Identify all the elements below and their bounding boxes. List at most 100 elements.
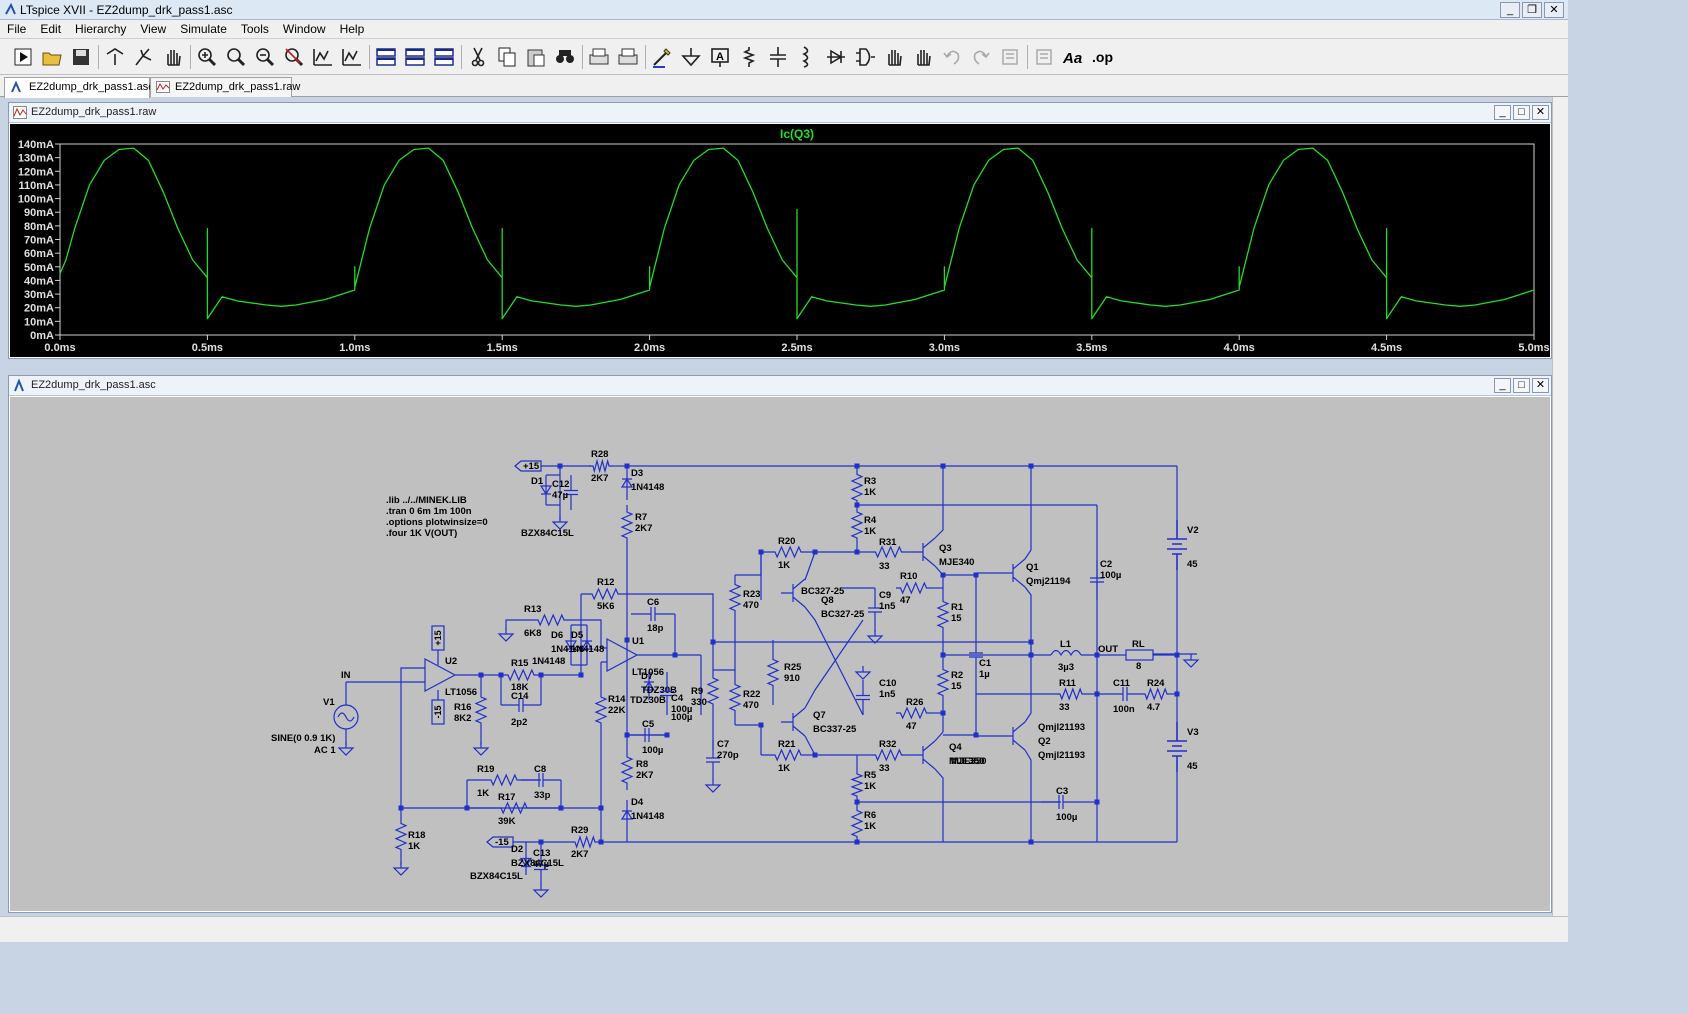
waveform-minimize-button[interactable]: _ bbox=[1494, 105, 1511, 120]
resistor-r26[interactable] bbox=[896, 706, 931, 720]
resistor-r7[interactable] bbox=[620, 505, 634, 545]
diode-d4[interactable] bbox=[620, 800, 634, 830]
diode-icon[interactable] bbox=[823, 44, 849, 70]
opamp-u1[interactable] bbox=[606, 638, 639, 672]
resistor-r4[interactable] bbox=[850, 505, 864, 545]
tab-waveform[interactable]: EZ2dump_drk_pass1.raw bbox=[150, 77, 300, 97]
run-icon[interactable] bbox=[10, 44, 36, 70]
transistor-q8[interactable] bbox=[781, 578, 806, 608]
diode-d1[interactable] bbox=[539, 475, 553, 505]
zoom-area-icon[interactable] bbox=[223, 44, 249, 70]
resistor-r22[interactable] bbox=[728, 670, 742, 725]
diode-d3[interactable] bbox=[620, 466, 634, 500]
print-icon[interactable] bbox=[586, 44, 612, 70]
resistor-r12[interactable] bbox=[581, 587, 629, 601]
rotate-icon[interactable] bbox=[997, 44, 1023, 70]
resistor-r17[interactable] bbox=[467, 801, 561, 815]
diode-d7[interactable] bbox=[642, 672, 656, 700]
transistor-q7[interactable] bbox=[781, 707, 806, 737]
zoom-in-icon[interactable] bbox=[194, 44, 220, 70]
waveform-maximize-button[interactable]: □ bbox=[1513, 105, 1530, 120]
resistor-r3[interactable] bbox=[850, 470, 864, 505]
drag-icon[interactable] bbox=[910, 44, 936, 70]
resistor-r1[interactable] bbox=[936, 597, 950, 632]
capacitor-c13[interactable] bbox=[534, 850, 548, 885]
diode-d5[interactable] bbox=[580, 625, 594, 665]
menu-help[interactable]: Help bbox=[339, 22, 365, 36]
zoom-fit-icon[interactable] bbox=[281, 44, 307, 70]
resistor-r21[interactable] bbox=[761, 748, 815, 762]
menu-edit[interactable]: Edit bbox=[40, 22, 62, 36]
paste-icon[interactable] bbox=[523, 44, 549, 70]
restore-button[interactable]: ❐ bbox=[1522, 2, 1542, 18]
inductor-icon[interactable] bbox=[794, 44, 820, 70]
capacitor-icon[interactable] bbox=[765, 44, 791, 70]
schematic-close-button[interactable]: ✕ bbox=[1532, 378, 1549, 393]
resistor-r29[interactable] bbox=[571, 835, 599, 849]
mirror-icon[interactable] bbox=[1031, 44, 1057, 70]
resistor-icon[interactable] bbox=[736, 44, 762, 70]
transistor-q3[interactable] bbox=[911, 537, 936, 567]
capacitor-c9[interactable] bbox=[868, 588, 882, 632]
resistor-r19[interactable] bbox=[467, 773, 541, 787]
resistor-r31[interactable] bbox=[871, 545, 906, 559]
inductor-l1[interactable] bbox=[1050, 649, 1082, 657]
resistor-r24[interactable] bbox=[1141, 687, 1171, 701]
menu-simulate[interactable]: Simulate bbox=[180, 22, 227, 36]
resistor-r23[interactable] bbox=[728, 575, 742, 620]
transistor-q1[interactable] bbox=[1001, 558, 1026, 588]
menu-view[interactable]: View bbox=[140, 22, 167, 36]
resistor-r18[interactable] bbox=[394, 808, 408, 865]
capacitor-c6[interactable] bbox=[631, 607, 675, 621]
diode-d2[interactable] bbox=[519, 850, 533, 875]
capacitor-c8[interactable] bbox=[521, 773, 561, 787]
resistor-r8[interactable] bbox=[620, 750, 634, 790]
menu-tools[interactable]: Tools bbox=[240, 22, 269, 36]
transistor-q4[interactable] bbox=[911, 740, 936, 770]
cut-icon[interactable] bbox=[465, 44, 491, 70]
tab-schematic[interactable]: EZ2dump_drk_pass1.asc bbox=[4, 77, 154, 98]
capacitor-c11[interactable] bbox=[1109, 687, 1141, 701]
capacitor-c5[interactable] bbox=[627, 728, 667, 742]
waveform-plot[interactable]: Ic(Q3)0mA10mA20mA30mA40mA50mA60mA70mA80m… bbox=[10, 124, 1550, 357]
opamp-u2[interactable] bbox=[424, 658, 457, 692]
print-setup-icon[interactable] bbox=[615, 44, 641, 70]
menu-window[interactable]: Window bbox=[282, 22, 326, 36]
tile-vertical-icon[interactable] bbox=[431, 44, 457, 70]
redo-icon[interactable] bbox=[968, 44, 994, 70]
tile-horizontal-icon[interactable] bbox=[373, 44, 399, 70]
grid-icon[interactable] bbox=[339, 44, 365, 70]
resistor-r32[interactable] bbox=[871, 748, 906, 762]
capacitor-c7[interactable] bbox=[706, 740, 720, 780]
pan-icon[interactable] bbox=[160, 44, 186, 70]
control-panel-icon[interactable] bbox=[102, 44, 128, 70]
schematic-minimize-button[interactable]: _ bbox=[1494, 378, 1511, 393]
menu-hierarchy[interactable]: Hierarchy bbox=[75, 22, 127, 36]
capacitor-c2[interactable] bbox=[1090, 560, 1104, 600]
zoom-out-icon[interactable] bbox=[252, 44, 278, 70]
resistor-r11[interactable] bbox=[1056, 687, 1086, 701]
minimize-button[interactable]: _ bbox=[1500, 2, 1520, 18]
resistor-r2[interactable] bbox=[936, 665, 950, 700]
capacitor-c3[interactable] bbox=[1041, 795, 1081, 809]
resistor-r13[interactable] bbox=[521, 613, 581, 627]
resistor-r15[interactable] bbox=[501, 668, 541, 682]
capacitor-c1[interactable] bbox=[969, 575, 983, 735]
capacitor-c12[interactable] bbox=[564, 475, 578, 510]
find-icon[interactable] bbox=[552, 44, 578, 70]
capacitor-c4[interactable] bbox=[660, 672, 674, 715]
resistor-r25[interactable] bbox=[766, 640, 780, 705]
undo-icon[interactable] bbox=[939, 44, 965, 70]
resistor-r14[interactable] bbox=[594, 680, 608, 740]
resistor-r20[interactable] bbox=[761, 545, 815, 559]
resistor-r28[interactable] bbox=[589, 458, 613, 474]
supply-v2[interactable] bbox=[1167, 520, 1187, 570]
schematic-canvas[interactable]: .lib ../../MINEK.LIB.tran 0 6m 1m 100n.o… bbox=[10, 397, 1550, 911]
supply-v3[interactable] bbox=[1167, 722, 1187, 772]
probe-icon[interactable] bbox=[131, 44, 157, 70]
open-icon[interactable] bbox=[39, 44, 65, 70]
resistor-r6[interactable] bbox=[850, 805, 864, 842]
capacitor-c10[interactable] bbox=[856, 680, 870, 715]
save-icon[interactable] bbox=[68, 44, 94, 70]
component-icon[interactable] bbox=[852, 44, 878, 70]
